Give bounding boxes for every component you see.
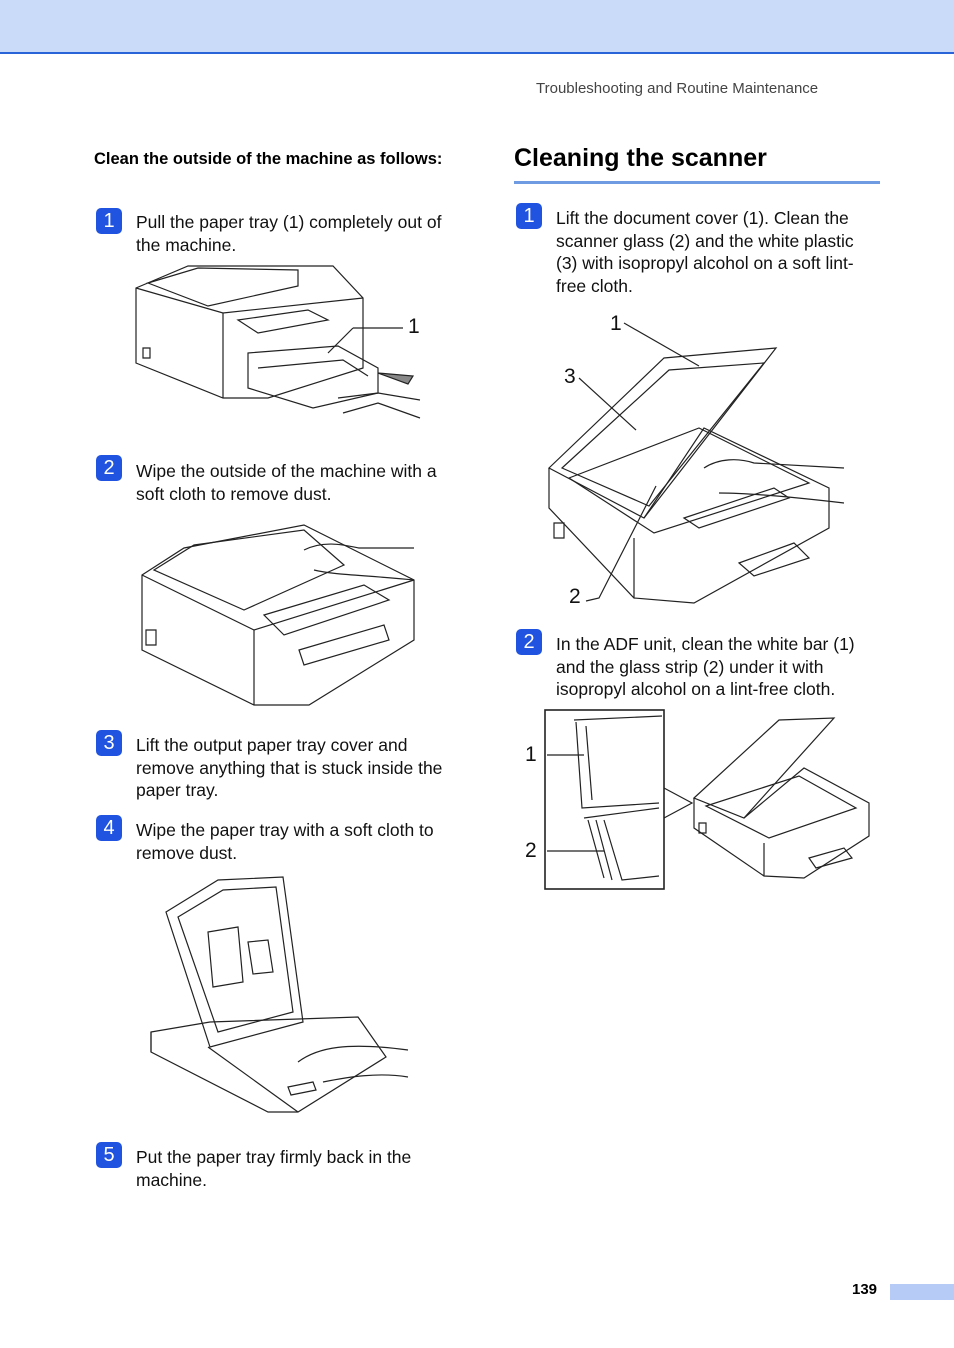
section-title: Cleaning the scanner [514, 144, 767, 172]
footer-tab [890, 1284, 954, 1300]
figure1-callout-1: 1 [408, 315, 420, 338]
header-band [0, 0, 954, 54]
paper-tray-cleaning-illustration [148, 872, 410, 1127]
scanner-step-2-badge: 2 [516, 629, 542, 655]
step-3-badge: 3 [96, 730, 122, 756]
step-1-text: Pull the paper tray (1) completely out o… [136, 212, 442, 255]
step-5-text: Put the paper tray firmly back in the ma… [136, 1147, 412, 1190]
step-4-badge: 4 [96, 815, 122, 841]
adf-callout-1: 1 [525, 743, 537, 766]
scanner-callout-3: 3 [564, 365, 576, 388]
step-3-text: Lift the output paper tray cover and rem… [136, 735, 443, 800]
page-number: 139 [852, 1281, 878, 1298]
wipe-machine-illustration [134, 520, 420, 710]
paper-tray-removal-illustration [128, 258, 428, 433]
step-2-badge: 2 [96, 455, 122, 481]
scanner-glass-illustration [544, 318, 849, 613]
step-2-text: Wipe the outside of the machine with a s… [136, 461, 437, 504]
adf-callout-2: 2 [525, 839, 537, 862]
scanner-step-1-text: Lift the document cover (1). Clean the s… [556, 208, 854, 296]
step-4-text: Wipe the paper tray with a soft cloth to… [136, 820, 434, 863]
section-rule [514, 181, 880, 184]
section-subhead: Clean the outside of the machine as foll… [94, 150, 443, 168]
scanner-step-2-text: In the ADF unit, clean the white bar (1)… [556, 634, 855, 699]
running-head: Troubleshooting and Routine Maintenance [536, 80, 819, 97]
adf-unit-illustration [544, 708, 874, 892]
step-1-badge: 1 [96, 208, 122, 234]
scanner-callout-2: 2 [569, 585, 581, 608]
scanner-step-1-badge: 1 [516, 203, 542, 229]
scanner-callout-1: 1 [610, 312, 622, 335]
step-5-badge: 5 [96, 1142, 122, 1168]
